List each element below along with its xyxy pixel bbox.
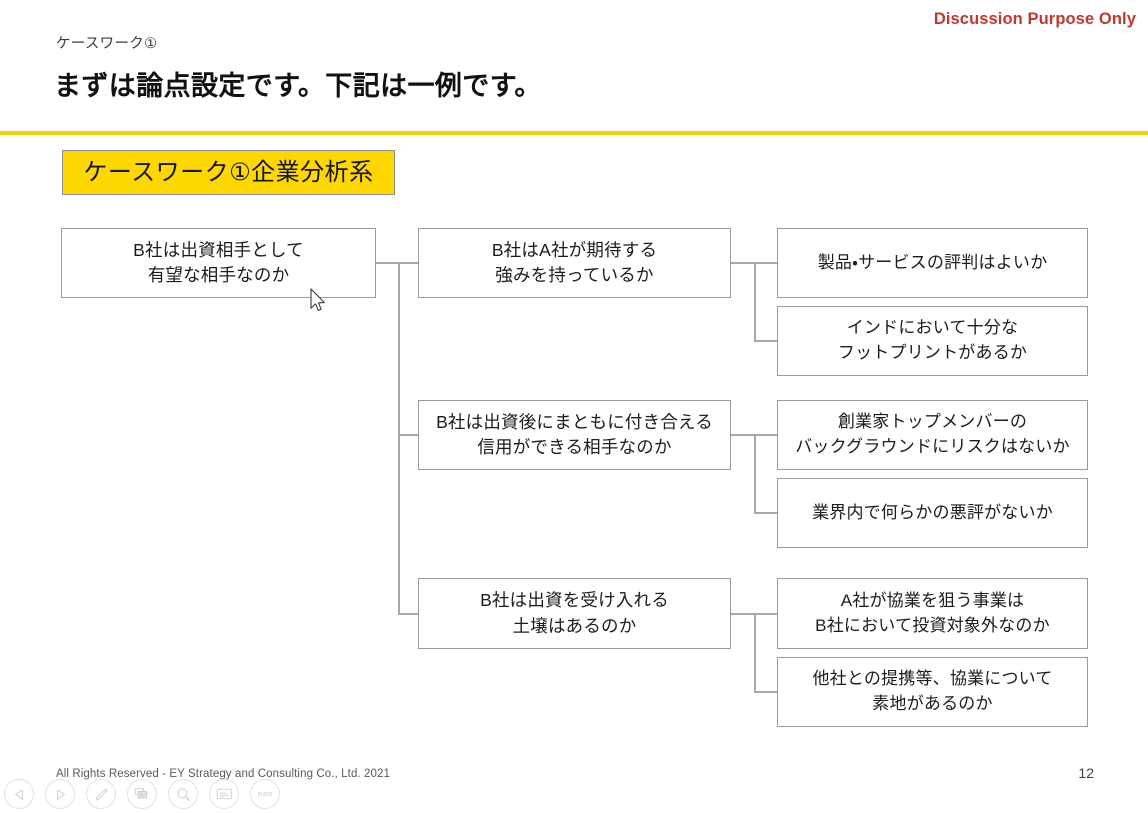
connector-b3-child-2 bbox=[754, 691, 777, 693]
screen-icon bbox=[216, 788, 232, 800]
presenter-view-button[interactable] bbox=[209, 779, 239, 809]
issue-node-branch-1-child-2: インドにおいて十分な フットプリントがあるか bbox=[777, 306, 1088, 376]
section-chip-label: ケースワーク①企業分析系 bbox=[83, 158, 374, 186]
issue-node-branch-1-child-1: 製品・サービスの評判はよいか bbox=[777, 228, 1088, 298]
pen-icon bbox=[95, 787, 108, 800]
issue-node-branch-2-child-2: 業界内で何らかの悪評がないか bbox=[777, 478, 1088, 548]
zoom-button[interactable] bbox=[168, 779, 198, 809]
more-options-button[interactable] bbox=[250, 779, 280, 809]
viewer-toolbar bbox=[4, 779, 280, 809]
connector-b2-child-1 bbox=[754, 434, 777, 436]
connector-branch-2-stub bbox=[398, 434, 418, 436]
issue-node-branch-3-child-2: 他社との提携等、協業について 素地があるのか bbox=[777, 657, 1088, 727]
previous-slide-button[interactable] bbox=[4, 779, 34, 809]
issue-node-branch-3-child-1: A社が協業を狙う事業は B社において投資対象外なのか bbox=[777, 578, 1088, 649]
issue-node-branch-1: B社はA社が期待する 強みを持っているか bbox=[418, 228, 731, 298]
magnifier-icon bbox=[176, 787, 190, 801]
page-number: 12 bbox=[1078, 765, 1094, 781]
connector-b3-trunk bbox=[754, 613, 756, 692]
connector-b2-trunk bbox=[754, 434, 756, 513]
connector-branch-3-stub bbox=[398, 613, 418, 615]
title-divider-rule bbox=[0, 131, 1148, 135]
slide-overview-button[interactable] bbox=[127, 779, 157, 809]
connector-b1-child-1 bbox=[754, 262, 777, 264]
connector-b2-out bbox=[731, 434, 754, 436]
triangle-left-icon bbox=[14, 788, 23, 800]
connector-b1-out bbox=[731, 262, 754, 264]
connector-b1-trunk bbox=[754, 262, 756, 341]
connector-b1-child-2 bbox=[754, 340, 777, 342]
issue-node-branch-2: B社は出資後にまともに付き合える 信用ができる相手なのか bbox=[418, 400, 731, 470]
issue-node-branch-2-child-1: 創業家トップメンバーの バックグラウンドにリスクはないか bbox=[777, 400, 1088, 470]
next-slide-button[interactable] bbox=[45, 779, 75, 809]
connector-b3-out bbox=[731, 613, 754, 615]
connector-branch-1-stub bbox=[398, 262, 418, 264]
footer-copyright: All Rights Reserved - EY Strategy and Co… bbox=[56, 768, 391, 780]
issue-tree: B社は出資相手として 有望な相手なのか B社はA社が期待する 強みを持っているか… bbox=[61, 228, 1088, 727]
connector-b2-child-2 bbox=[754, 512, 777, 514]
slides-grid-icon bbox=[134, 787, 148, 798]
connector-main-trunk bbox=[398, 262, 400, 614]
section-chip: ケースワーク①企業分析系 bbox=[62, 150, 395, 195]
disclaimer-label: Discussion Purpose Only bbox=[933, 10, 1136, 28]
issue-node-branch-3: B社は出資を受け入れる 土壌はあるのか bbox=[418, 578, 731, 649]
triangle-right-icon bbox=[56, 788, 65, 800]
issue-node-root: B社は出資相手として 有望な相手なのか bbox=[61, 228, 376, 298]
slide-kicker: ケースワーク① bbox=[56, 36, 158, 52]
ellipsis-icon bbox=[258, 792, 272, 796]
connector-root-stub bbox=[376, 262, 399, 264]
annotate-pen-button[interactable] bbox=[86, 779, 116, 809]
connector-b3-child-1 bbox=[754, 613, 777, 615]
slide-header: Discussion Purpose Only ケースワーク① まずは論点設定で… bbox=[0, 0, 1148, 135]
page-title: まずは論点設定です。下記は一例です。 bbox=[54, 71, 542, 101]
